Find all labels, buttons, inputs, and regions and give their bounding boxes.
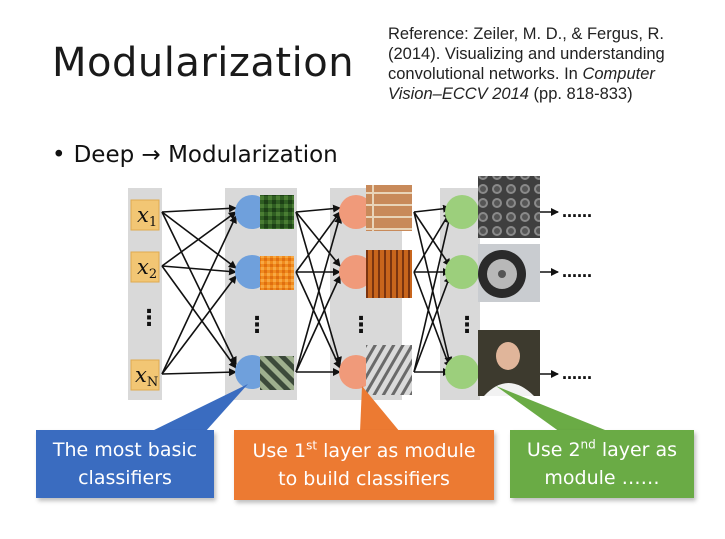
reference-line-4: Vision–ECCV 2014 (pp. 818-833) [388,84,708,104]
reference-journal-part: Computer [582,65,655,83]
reference-citation: Reference: Zeiler, M. D., & Fergus, R. (… [388,24,708,104]
input-box-xn [130,359,160,391]
bullet-point: • Deep → Modularization [52,142,338,168]
callout-text: Use 2nd layer as [526,437,678,461]
input-box-x2 [130,251,160,283]
callout-text: to build classifiers [278,468,450,490]
callout-text: The most basic [52,439,198,461]
output-trail: …… [562,263,592,281]
callout-text: Use 1st layer as module [252,438,476,462]
column-bands [128,188,480,400]
output-trail: …… [562,365,592,383]
layer3-feature-image-wheel [478,244,540,302]
callout-pointers [150,384,610,432]
output-arrows [540,208,559,378]
layer3-node [445,355,479,389]
callout-first-layer-module: Use 1st layer as module to build classif… [234,430,494,500]
layer1-feature-image [260,195,294,229]
layer2-node [339,355,373,389]
layer1-feature-image [260,256,294,290]
edges-input-layer1 [161,204,237,377]
layer2-feature-image [366,250,412,298]
edges-layer2-layer3 [413,204,453,376]
input-vertical-dots: ⋮ [138,306,160,331]
input-label-x2: x2 [137,255,157,282]
input-label-xn: xN [135,363,158,390]
layer3-feature-image-face [478,330,540,396]
callout-pointer-orange [360,386,400,432]
reference-journal-part: Vision–ECCV 2014 [388,85,529,103]
reference-line-3: convolutional networks. In Computer [388,64,708,84]
layer1-vertical-dots: ⋮ [246,313,268,338]
callout-basic-classifiers: The most basic classifiers [36,430,214,498]
layer2-feature-image [366,185,412,231]
callout-text: classifiers [78,467,172,489]
reference-line-2: (2014). Visualizing and understanding [388,45,665,63]
input-box-x1 [130,199,160,231]
layer3-vertical-dots: ⋮ [456,313,478,338]
layer3-node [445,255,479,289]
layer3-node [445,195,479,229]
slide-title: Modularization [52,40,355,86]
layer2-feature-image [366,345,412,395]
bullet-dot-icon: • [52,142,66,168]
bullet-text: Deep → Modularization [73,142,338,168]
edges-layer1-layer2 [295,204,342,376]
layer3-feature-image-honeycomb [478,176,540,238]
callout-second-layer-module: Use 2nd layer as module …… [510,430,694,498]
layer1-nodes: ⋮ [235,195,294,390]
layer3-nodes: ⋮ [445,176,540,396]
callout-pointer-blue [150,384,248,432]
layer1-feature-image [260,356,294,390]
reference-pages: (pp. 818-833) [528,85,633,103]
callout-text: module …… [544,467,660,489]
reference-text: convolutional networks. In [388,65,583,83]
reference-line-1: Reference: Zeiler, M. D., & Fergus, R. [388,25,665,43]
input-label-x1: x1 [137,203,157,230]
output-trails: …… …… …… [562,203,592,383]
output-trail: …… [562,203,592,221]
layer2-node [339,195,373,229]
input-nodes: x1 x2 ⋮ xN [130,199,160,391]
layer2-nodes: ⋮ [339,185,412,395]
layer2-vertical-dots: ⋮ [350,313,372,338]
layer2-node [339,255,373,289]
callout-pointer-green [496,386,610,432]
